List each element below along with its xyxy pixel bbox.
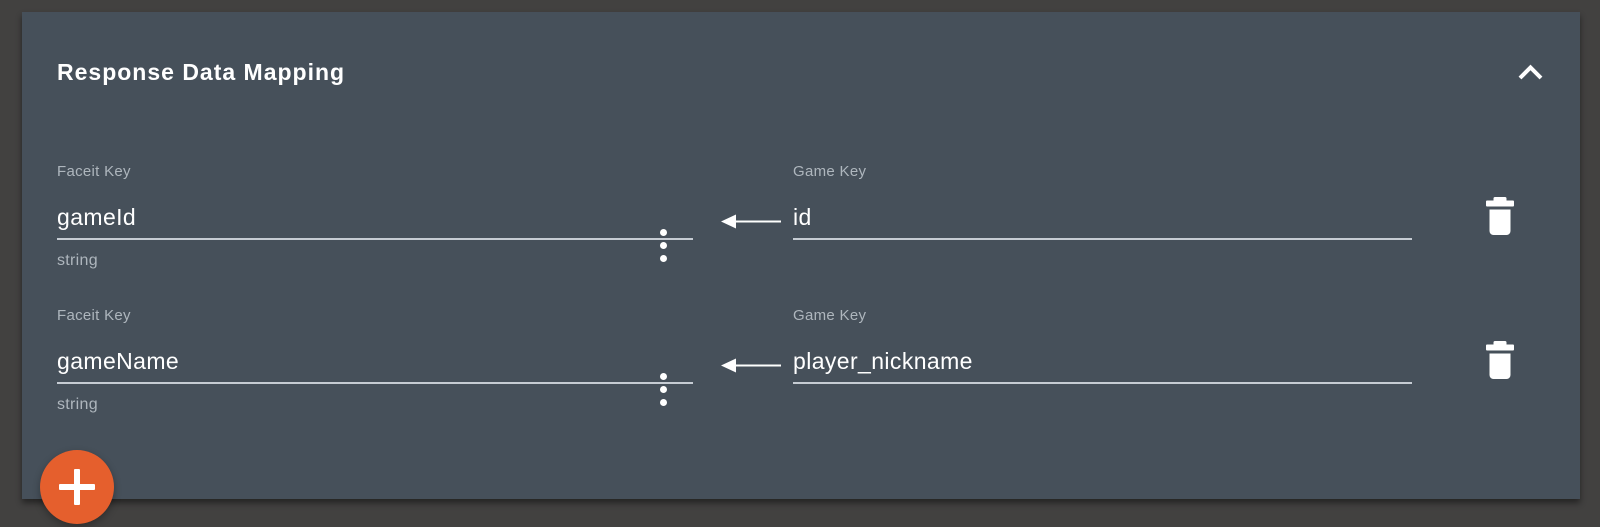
more-options-button[interactable] (651, 225, 675, 265)
game-key-label: Game Key (793, 307, 867, 324)
game-key-input[interactable] (793, 348, 1412, 375)
game-key-label: Game Key (793, 163, 867, 180)
response-data-mapping-panel: Response Data Mapping Faceit Key (22, 12, 1580, 499)
faceit-key-type: string (57, 396, 98, 413)
mapping-arrow-zone (693, 307, 793, 417)
collapse-panel-button[interactable] (1508, 50, 1552, 94)
mapping-row: Faceit Key string (57, 163, 1546, 273)
faceit-key-input-line (57, 191, 693, 262)
game-key-input-line (793, 335, 1412, 384)
chevron-up-icon (1517, 64, 1544, 81)
vertical-dots-icon (659, 228, 667, 262)
faceit-key-label: Faceit Key (57, 307, 131, 324)
trash-icon (1486, 341, 1514, 379)
faceit-key-input[interactable] (57, 348, 648, 375)
delete-mapping-button[interactable] (1479, 337, 1521, 383)
faceit-key-label: Faceit Key (57, 163, 131, 180)
more-options-button[interactable] (651, 369, 675, 409)
game-key-input-line (793, 191, 1412, 240)
game-key-field: Game Key (793, 307, 1412, 417)
mapping-arrow-zone (693, 163, 793, 273)
game-key-input[interactable] (793, 204, 1412, 231)
add-mapping-button[interactable] (40, 450, 114, 524)
panel-title: Response Data Mapping (57, 59, 346, 85)
faceit-key-field: Faceit Key string (57, 163, 693, 273)
faceit-key-field: Faceit Key string (57, 307, 693, 417)
vertical-dots-icon (659, 372, 667, 406)
faceit-key-input[interactable] (57, 204, 648, 231)
game-key-field: Game Key (793, 163, 1412, 273)
faceit-key-input-line (57, 335, 693, 406)
faceit-key-type: string (57, 252, 98, 269)
mapping-row: Faceit Key string (57, 307, 1546, 417)
delete-mapping-button[interactable] (1479, 193, 1521, 239)
trash-icon (1486, 197, 1514, 235)
